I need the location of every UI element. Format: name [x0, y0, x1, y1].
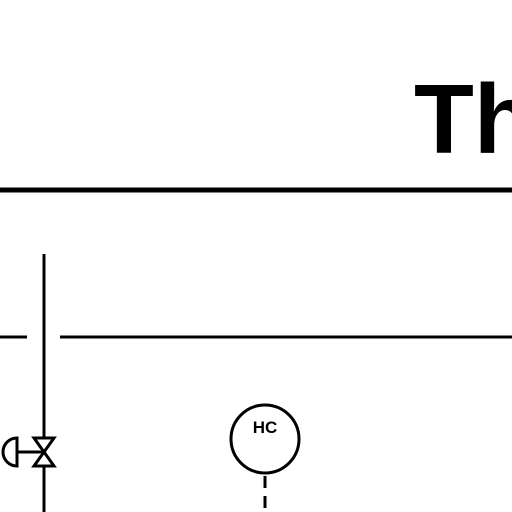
diaphragm-actuator-icon [1, 436, 19, 468]
instrument-tag: HC [253, 418, 278, 437]
control-valve-body-icon [31, 436, 57, 468]
instrument-bubble [229, 403, 301, 475]
title-text: Th [414, 64, 512, 174]
